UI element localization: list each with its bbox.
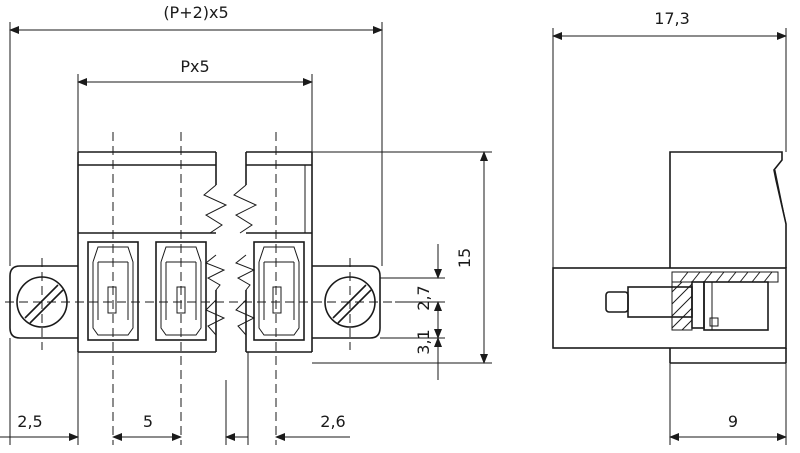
terminal-opening-1 bbox=[87, 241, 139, 341]
front-view: (P+2)x5 Px5 15 2,7 3,1 2,5 5 2,6 bbox=[0, 3, 492, 445]
side-hatched-section bbox=[671, 271, 779, 331]
break-lines bbox=[203, 184, 258, 336]
terminal-opening-3 bbox=[253, 241, 305, 341]
side-view: 17,3 9 bbox=[552, 9, 787, 445]
side-extension-lines bbox=[552, 28, 787, 445]
dim-label-edge: 2,5 bbox=[17, 412, 42, 431]
dim-label-bottom-offset: 3,1 bbox=[414, 329, 433, 354]
pin-center-lines bbox=[5, 132, 395, 445]
housing-top-band bbox=[78, 151, 312, 166]
dim-label-pitch: 5 bbox=[143, 412, 153, 431]
dim-label-depth: 17,3 bbox=[654, 9, 690, 28]
dim-label-total-width: (P+2)x5 bbox=[163, 3, 228, 22]
extension-lines bbox=[9, 22, 492, 445]
dim-label-pitch-span: Px5 bbox=[180, 57, 209, 76]
side-dimension-lines bbox=[552, 32, 787, 441]
dimension-lines bbox=[0, 26, 488, 441]
dim-label-height: 15 bbox=[455, 248, 474, 268]
side-plug-body bbox=[552, 267, 787, 364]
side-contact-pin bbox=[605, 281, 778, 331]
dim-label-plug-depth: 9 bbox=[728, 412, 738, 431]
dim-label-pin-offset: 2,7 bbox=[414, 285, 433, 310]
housing-left-section bbox=[77, 152, 217, 353]
side-housing-upper bbox=[669, 151, 787, 268]
dim-label-right-edge: 2,6 bbox=[320, 412, 345, 431]
housing-right-section bbox=[245, 152, 313, 353]
